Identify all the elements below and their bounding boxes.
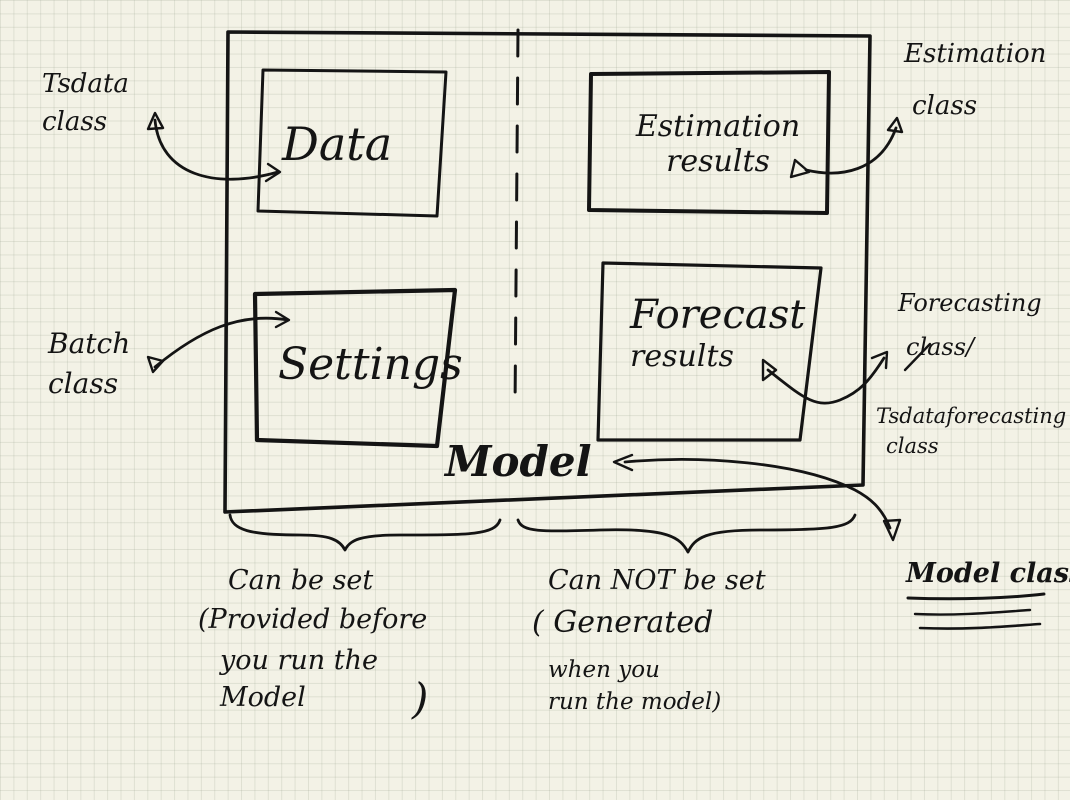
- estimation-results-box: [587, 70, 831, 215]
- can-be-set-line4: Model: [220, 682, 306, 714]
- tsdataforecasting-class-line1: Tsdataforecasting: [876, 404, 1067, 428]
- can-be-set-line1: Can be set: [228, 565, 374, 596]
- forecasting-class-line2: class/: [906, 332, 975, 361]
- forecasting-class-label: Forecasting class/: [898, 289, 1042, 361]
- batch-class-line1: Batch: [48, 327, 131, 360]
- tsdata-class-label: Tsdata class: [42, 69, 129, 138]
- can-not-be-set-line4: run the model): [548, 688, 722, 715]
- settings-box: [252, 287, 458, 449]
- estimation-class-line1: Estimation: [904, 39, 1047, 69]
- model-class-label: Model class: [906, 558, 1070, 589]
- can-be-set-close-paren: ): [412, 674, 429, 723]
- can-not-be-set-line3: when you: [548, 656, 660, 683]
- estimation-results-label: Estimation results: [618, 109, 818, 179]
- tsdataforecasting-class-line2: class: [886, 434, 939, 459]
- can-be-set-line3: you run the: [220, 645, 378, 677]
- settings-label: Settings: [278, 339, 463, 390]
- forecast-results-box: [596, 261, 823, 442]
- can-be-set-note: Can be set (Provided before you run the …: [198, 565, 427, 713]
- model-class-underline-3: [918, 622, 1042, 630]
- model-class-underline-2: [913, 608, 1032, 616]
- can-be-set-line2: (Provided before: [198, 604, 428, 636]
- estimation-class-label: Estimation class: [904, 39, 1047, 122]
- model-class-underline-1: [906, 592, 1046, 601]
- batch-class-line2: class: [48, 367, 119, 401]
- can-not-be-set-note: Can NOT be set ( Generated when you run …: [532, 565, 766, 715]
- data-label: Data: [282, 117, 393, 171]
- forecasting-class-arrow: [766, 356, 886, 405]
- forecasting-class-line1: Forecasting: [898, 289, 1042, 317]
- right-brace: [516, 513, 857, 554]
- tsdata-class-line1: Tsdata: [42, 69, 129, 99]
- tsdataforecasting-class-label: Tsdataforecasting class: [876, 404, 1066, 458]
- model-class-arrow: [623, 458, 892, 530]
- data-box: [256, 68, 448, 218]
- batch-arrow: [153, 316, 290, 369]
- batch-class-label: Batch class: [48, 327, 131, 401]
- estimation-results-line1: Estimation: [635, 109, 801, 144]
- model-label: Model: [445, 437, 592, 486]
- estimation-class-line2: class: [912, 90, 978, 121]
- forecast-results-line1: Forecast: [630, 292, 806, 338]
- estimation-results-line2: results: [666, 143, 770, 179]
- left-brace: [228, 513, 502, 552]
- tsdata-arrow: [153, 118, 280, 181]
- estimation-class-arrow: [804, 126, 898, 175]
- forecast-results-label: Forecast results: [630, 292, 805, 375]
- can-not-be-set-line2: ( Generated: [532, 605, 714, 641]
- can-not-be-set-line1: Can NOT be set: [548, 565, 766, 596]
- model-frame: [223, 30, 872, 514]
- dashed-divider: [513, 28, 520, 412]
- tsdata-class-line2: class: [42, 106, 108, 137]
- forecast-results-line2: results: [630, 339, 734, 374]
